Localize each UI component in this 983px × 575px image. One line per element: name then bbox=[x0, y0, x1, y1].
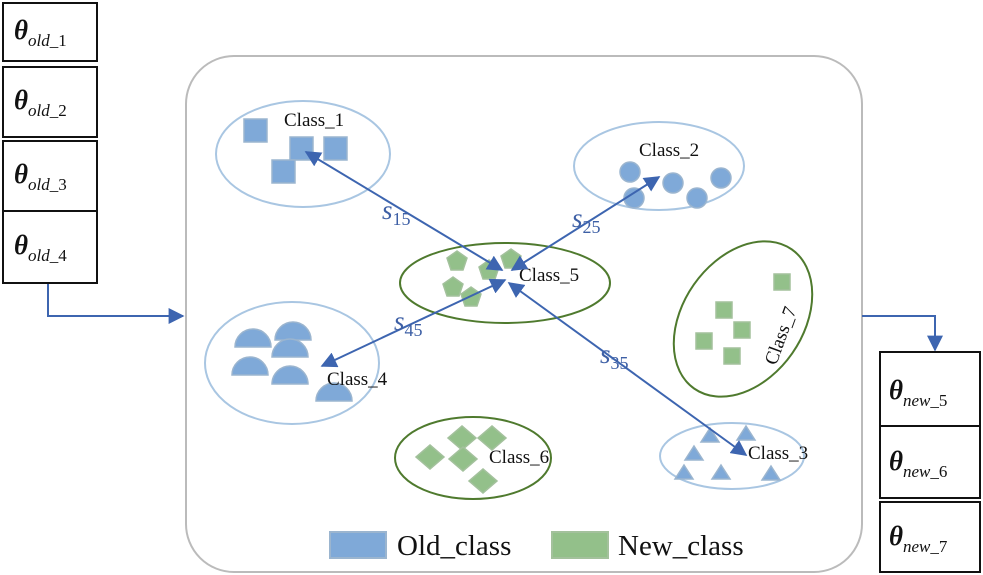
class-6-diamonds bbox=[414, 425, 508, 494]
new-param-group: θnew_5 θnew_6 θnew_7 bbox=[879, 351, 981, 573]
arrow-s35 bbox=[507, 282, 748, 456]
class-6-label: Class_6 bbox=[489, 447, 549, 468]
class-3-label: Class_3 bbox=[748, 443, 808, 464]
new-param-label-7: θnew_7 bbox=[889, 521, 948, 556]
legend-new-label: New_class bbox=[618, 530, 744, 562]
old-param-box-1: θold_1 bbox=[2, 2, 98, 62]
arrow-s45 bbox=[320, 278, 507, 368]
new-param-label-5: θnew_5 bbox=[889, 375, 948, 410]
input-flow-connector bbox=[47, 284, 185, 324]
legend-old-swatch bbox=[329, 531, 387, 559]
old-param-box-2: θold_2 bbox=[2, 66, 98, 138]
similarity-label-s25: s25 bbox=[572, 203, 601, 237]
class-1-label: Class_1 bbox=[284, 110, 344, 131]
old-param-group: θold_2 θold_3 θold_4 bbox=[2, 66, 98, 284]
class-4-label: Class_4 bbox=[327, 369, 388, 390]
new-param-box-5: θnew_5 bbox=[879, 351, 981, 427]
old-param-box-4: θold_4 bbox=[2, 210, 98, 284]
main-frame bbox=[185, 55, 863, 573]
similarity-label-s45: s45 bbox=[394, 306, 423, 340]
old-param-label-3: θold_3 bbox=[14, 159, 67, 194]
similarity-label-s35: s35 bbox=[600, 339, 629, 373]
legend-new-swatch bbox=[551, 531, 609, 559]
old-param-label-2: θold_2 bbox=[14, 85, 67, 120]
new-param-label-6: θnew_6 bbox=[889, 446, 948, 481]
old-param-label-1: θold_1 bbox=[14, 15, 67, 50]
class-2-label: Class_2 bbox=[639, 140, 699, 161]
legend-old-label: Old_class bbox=[397, 530, 511, 562]
arrow-s15 bbox=[304, 151, 504, 271]
arrow-s25 bbox=[510, 176, 661, 271]
old-param-label-4: θold_4 bbox=[14, 230, 67, 265]
old-param-box-3: θold_3 bbox=[2, 140, 98, 212]
class-6-ellipse bbox=[394, 416, 552, 500]
output-flow-connector bbox=[862, 315, 943, 352]
new-param-box-6: θnew_6 bbox=[879, 425, 981, 499]
class-4-semicircles bbox=[231, 321, 353, 402]
similarity-label-s15: s15 bbox=[382, 195, 411, 229]
class-5-label: Class_5 bbox=[519, 265, 579, 286]
new-param-box-7: θnew_7 bbox=[879, 501, 981, 573]
